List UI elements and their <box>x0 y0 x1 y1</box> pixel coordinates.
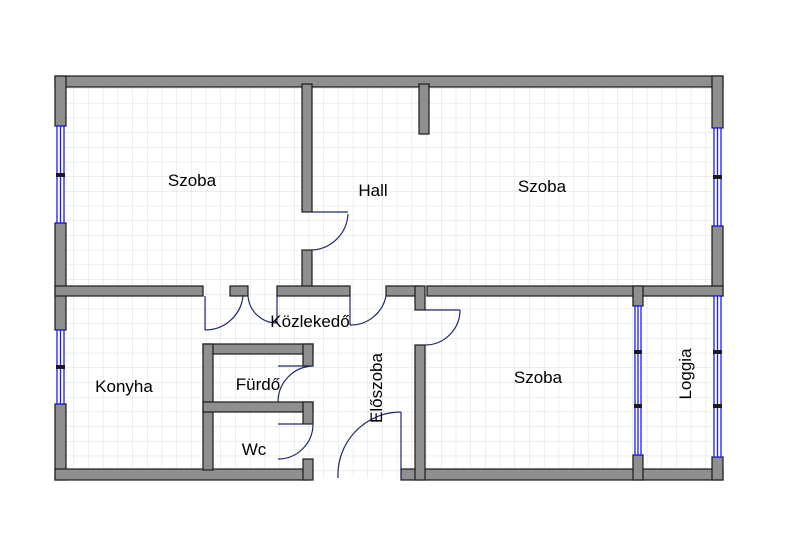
outer-wall-top <box>54 75 724 88</box>
door-kozlekedo-right <box>349 295 387 326</box>
wall-bath-divider <box>202 401 314 413</box>
wall-bath-top <box>202 343 314 355</box>
door-szoba-hall <box>311 211 349 251</box>
wall-mid-6 <box>414 285 426 311</box>
room-label-furdo: Fürdő <box>236 375 280 394</box>
door-szoba-bottom <box>424 309 461 346</box>
wall-bath-right-2 <box>302 401 314 425</box>
wall-bath-right-1 <box>302 343 314 367</box>
outer-wall-left-upper <box>54 75 67 127</box>
door-furdo <box>277 365 314 403</box>
outer-wall-right-lower <box>711 456 724 481</box>
room-label-konyha: Konyha <box>95 377 153 396</box>
wall-szoba-hall-upper <box>301 83 313 213</box>
walls <box>54 75 724 481</box>
wall-loggia-left-top <box>632 285 644 307</box>
window-mullions <box>56 173 722 408</box>
wall-hall-stub <box>418 83 430 135</box>
doors <box>204 211 461 479</box>
wall-bath-right-3 <box>302 458 314 481</box>
door-entrance <box>337 411 402 479</box>
room-label-szoba-bottom-right: Szoba <box>514 368 563 387</box>
wall-loggia-left-bottom <box>632 454 644 481</box>
door-kozlekedo-left <box>247 295 278 324</box>
room-label-szoba-top-right: Szoba <box>518 177 567 196</box>
room-label-kozlekedo: Közlekedő <box>270 312 349 331</box>
room-label-hall: Hall <box>358 181 387 200</box>
wall-eloszoba-right <box>414 344 426 481</box>
wall-szoba-hall-lower <box>301 249 313 291</box>
outer-wall-left-mid <box>54 222 67 331</box>
wall-mid-1 <box>54 285 204 297</box>
floor-grid <box>57 78 721 478</box>
room-label-szoba-top-left: Szoba <box>168 171 217 190</box>
outer-wall-bottom-left <box>54 468 310 481</box>
outer-wall-bottom-right <box>400 468 724 481</box>
door-wc <box>277 423 314 460</box>
room-labels: Szoba Hall Szoba Közlekedő Konyha Fürdő … <box>95 171 695 459</box>
room-label-loggia: Loggia <box>676 348 695 400</box>
wall-mid-5 <box>426 285 724 297</box>
room-label-eloszoba: Előszoba <box>367 352 386 422</box>
wall-mid-3 <box>276 285 351 297</box>
outer-wall-right-upper <box>711 75 724 129</box>
wall-mid-2 <box>229 285 249 297</box>
room-label-wc: Wc <box>242 440 267 459</box>
door-konyha <box>204 295 244 331</box>
